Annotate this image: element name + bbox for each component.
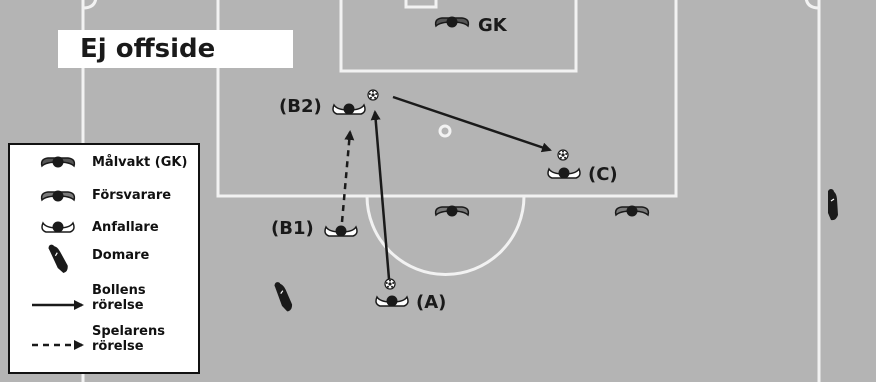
legend-label-line: Bollens xyxy=(92,283,146,298)
ball-icon xyxy=(367,89,379,101)
legend-label-ball-movement: Bollens rörelse xyxy=(92,283,146,313)
player-movement-arrow xyxy=(340,130,355,223)
legend-label-line: rörelse xyxy=(92,298,144,313)
ball-icon xyxy=(384,278,396,290)
legend-label-player-movement: Spelarens rörelse xyxy=(92,324,165,354)
legend-box: Målvakt (GK) Försvarare Anfallare Domare… xyxy=(8,143,200,374)
ball-movement-arrow xyxy=(370,110,391,280)
attacker-c xyxy=(547,166,581,180)
legend-label-referee: Domare xyxy=(92,248,150,263)
defender-icon xyxy=(40,189,76,203)
label-gk: GK xyxy=(478,15,507,36)
legend-icons xyxy=(32,155,84,350)
legend-label-defender: Försvarare xyxy=(92,188,172,203)
goalkeeper-player xyxy=(434,15,470,29)
attacker-b2 xyxy=(332,102,366,116)
legend-label-attacker: Anfallare xyxy=(92,220,159,235)
label-b2: (B2) xyxy=(279,96,322,117)
defender-player xyxy=(434,204,470,218)
referee-figure xyxy=(273,279,295,314)
attacker-a xyxy=(375,294,409,308)
ball-movement-arrow xyxy=(392,95,552,153)
legend-label-goalkeeper: Målvakt (GK) xyxy=(92,155,188,170)
ball-icon xyxy=(557,149,569,161)
defender-player xyxy=(614,204,650,218)
attacker-b1 xyxy=(324,224,358,238)
referee-icon xyxy=(47,241,71,276)
diagram-title: Ej offside xyxy=(58,30,293,68)
label-c: (C) xyxy=(588,164,618,185)
label-b1: (B1) xyxy=(271,218,314,239)
legend-label-line: rörelse xyxy=(92,339,144,354)
referee-figure xyxy=(827,188,839,221)
goalkeeper-icon xyxy=(40,155,76,169)
label-a: (A) xyxy=(416,292,447,313)
legend-label-line: Spelarens xyxy=(92,324,165,339)
attacker-icon xyxy=(41,220,75,234)
